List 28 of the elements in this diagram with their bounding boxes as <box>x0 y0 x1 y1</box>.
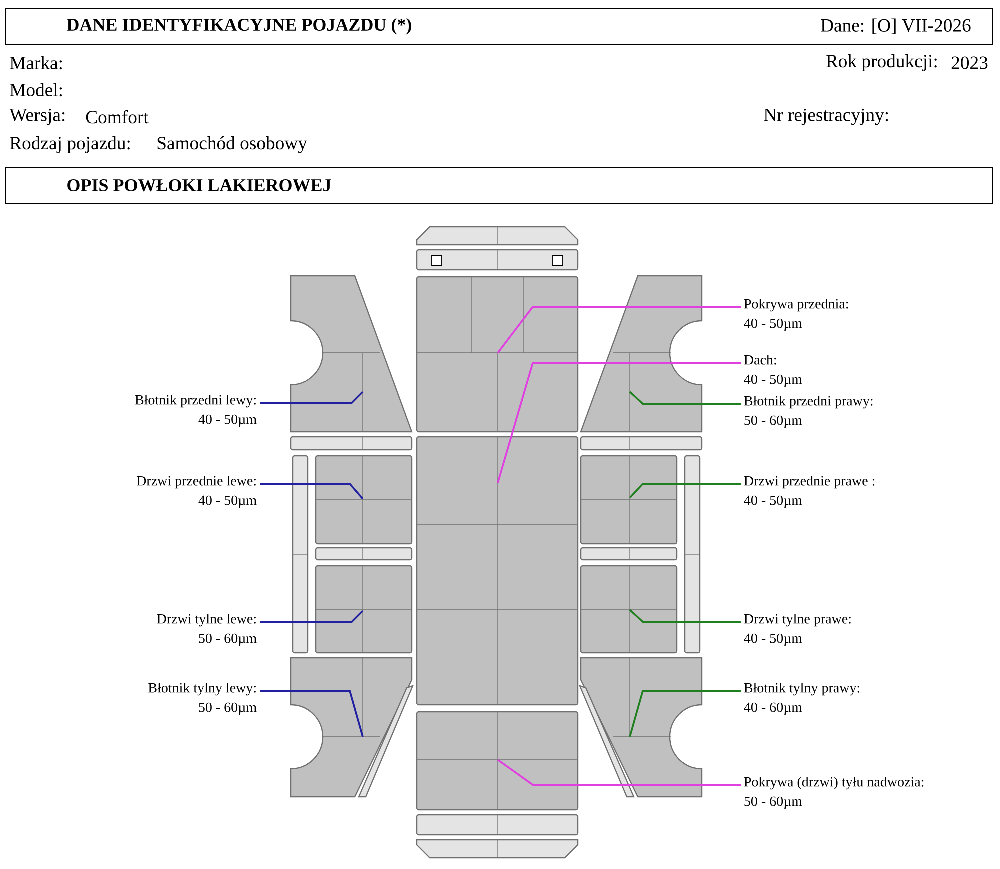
callout-label: Drzwi przednie prawe : 40 - 50µm <box>744 476 875 508</box>
callout-label: Drzwi tylne lewe: 50 - 60µm <box>157 614 257 646</box>
callout-label: Drzwi przednie lewe: 40 - 50µm <box>136 476 257 508</box>
header-bar: DANE IDENTYFIKACYJNE POJAZDU (*) Dane: [O] VII-2026 <box>5 8 994 46</box>
callout-label: Drzwi tylne prawe: 40 - 50µm <box>744 614 851 646</box>
callout-label: Pokrywa (drzwi) tyłu nadwozia: 50 - 60µm <box>744 776 924 810</box>
section-bar: OPIS POWŁOKI LAKIEROWEJ <box>5 167 994 204</box>
leader-line <box>629 391 741 405</box>
field-value: Comfort <box>86 110 149 124</box>
field-label: Model: <box>10 83 62 97</box>
callout-label: Pokrywa przednia: 40 - 50µm <box>744 298 848 332</box>
leader-line <box>497 759 741 786</box>
leader-line <box>629 609 741 623</box>
leader-line <box>260 483 364 500</box>
callout-label: Błotnik tylny lewy: 50 - 60µm <box>148 682 257 716</box>
leader-line <box>260 690 364 738</box>
callout-label: Dach: 40 - 50µm <box>744 354 802 388</box>
field-label: Wersja: <box>10 108 65 126</box>
leader-line <box>497 362 741 484</box>
callout-label: Błotnik tylny prawy: 40 - 60µm <box>744 682 860 716</box>
leader-line <box>260 610 364 623</box>
callout-label: Błotnik przedni prawy: 50 - 60µm <box>744 396 873 428</box>
leader-line <box>260 391 364 404</box>
leader-line <box>629 483 741 499</box>
leader-line <box>497 306 741 354</box>
callout-label: Błotnik przedni lewy: 40 - 50µm <box>135 394 257 428</box>
leader-line <box>629 690 741 738</box>
field-label: Nr rejestracyjny: <box>764 108 888 126</box>
